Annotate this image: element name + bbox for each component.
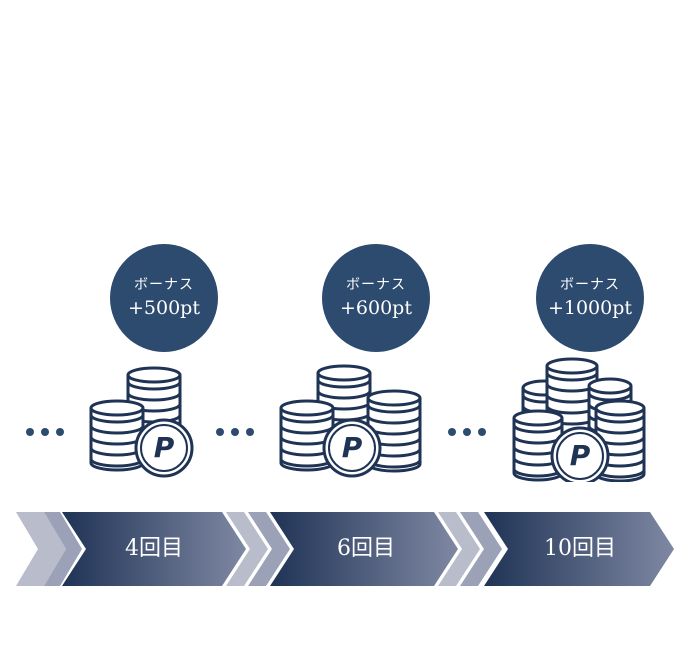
step-arrow (270, 512, 458, 586)
bonus-badge-4: ボーナス +500pt (110, 244, 218, 352)
step-arrow (62, 512, 246, 586)
svg-text:P: P (154, 431, 175, 464)
coin-stack (89, 399, 145, 472)
chevron-icon (44, 512, 82, 586)
ellipsis-dots-icon (448, 428, 486, 436)
chevron-icon (248, 512, 290, 586)
p-coin-icon: P (322, 418, 382, 478)
ellipsis-dots-icon (216, 428, 254, 436)
p-coin-icon: P (134, 418, 194, 478)
coin-stack-icon: P (512, 357, 646, 482)
chevron-icon (16, 512, 66, 586)
step-arrow (484, 512, 674, 586)
svg-text:P: P (342, 431, 363, 464)
chevron-icon (226, 512, 268, 586)
bonus-badge-10: ボーナス +1000pt (536, 244, 644, 352)
bonus-title: ボーナス (134, 277, 194, 293)
bonus-title: ボーナス (560, 277, 620, 293)
coin-stack-icon: P (279, 364, 422, 478)
chevron-icon (438, 512, 480, 586)
svg-text:P: P (570, 439, 591, 472)
bonus-amount: +1000pt (547, 297, 633, 319)
step-label-4: 4回目 (125, 536, 183, 561)
ellipsis-dots-icon (26, 428, 64, 436)
bonus-amount: +600pt (340, 297, 412, 319)
p-coin-icon: P (550, 426, 610, 482)
bonus-badge-6: ボーナス +600pt (322, 244, 430, 352)
step-label-10: 10回目 (544, 536, 616, 561)
chevron-icon (460, 512, 502, 586)
step-progress-banner (16, 512, 674, 586)
step-label-6: 6回目 (337, 536, 395, 561)
coin-stack-icon: P (89, 366, 194, 478)
bonus-amount: +500pt (128, 297, 200, 319)
bonus-title: ボーナス (346, 277, 406, 293)
